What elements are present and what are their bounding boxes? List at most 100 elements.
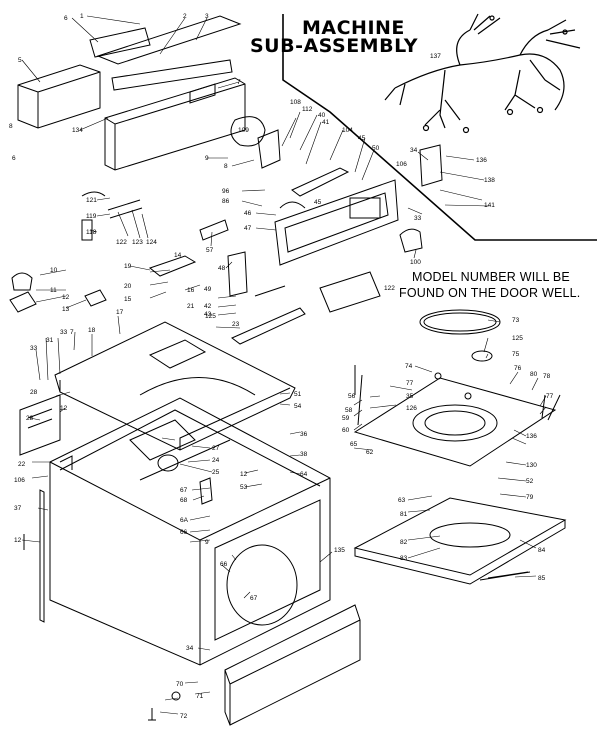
- callout-label: 37: [14, 505, 22, 512]
- callout-label: 130: [526, 462, 537, 469]
- tub-assembly: [353, 309, 567, 585]
- callout-label: 136: [476, 157, 487, 164]
- callout-label: 135: [334, 547, 345, 554]
- callout-label: 108: [290, 99, 301, 106]
- diagram-title-line-2: SUB-ASSEMBLY: [250, 35, 418, 57]
- callout-label: 83: [400, 555, 408, 562]
- callout-label: 122: [116, 239, 127, 246]
- callout-label: 79: [526, 494, 534, 501]
- callout-label: 28: [30, 389, 38, 396]
- callout-label: 70: [176, 681, 184, 688]
- callout-label: 34: [410, 147, 418, 154]
- callout-label: 42: [204, 303, 212, 310]
- callout-label: 82: [400, 539, 408, 546]
- kick-panel: [224, 604, 361, 726]
- callout-label: 40: [318, 112, 326, 119]
- callout-label: 51: [294, 391, 302, 398]
- callout-label: 78: [543, 373, 551, 380]
- callout-label: 137: [430, 53, 441, 60]
- callout-label: 138: [484, 177, 495, 184]
- fasteners: [23, 365, 529, 721]
- callout-label: 13: [62, 306, 70, 313]
- callout-label: 62: [366, 449, 374, 456]
- callout-label: 22: [18, 461, 26, 468]
- callout-label: 60: [342, 427, 350, 434]
- callout-label: 84: [538, 547, 546, 554]
- callout-label: 122: [384, 285, 395, 292]
- callout-label: 106: [396, 161, 407, 168]
- callout-label: 16: [187, 287, 195, 294]
- callout-label: 106: [14, 477, 25, 484]
- callout-label: 53: [240, 484, 248, 491]
- callout-label: 8: [224, 163, 228, 170]
- callout-label: 47: [244, 225, 252, 232]
- callout-label: 38: [300, 451, 308, 458]
- callout-label: 54: [294, 403, 302, 410]
- callout-label: 56: [348, 393, 356, 400]
- cabinet-top: [54, 321, 296, 451]
- callout-label: 2: [183, 13, 187, 20]
- callout-label: 118: [86, 229, 97, 236]
- callout-label: 14: [174, 252, 182, 259]
- callout-label: 12: [240, 471, 248, 478]
- callout-label: 81: [400, 511, 408, 518]
- callout-label: 33: [30, 345, 38, 352]
- wiring-harness: [384, 13, 581, 134]
- callout-label: 9: [205, 155, 209, 162]
- callout-label: 58: [345, 407, 353, 414]
- callout-label: 45: [358, 135, 366, 142]
- callout-label: 85: [538, 575, 546, 582]
- callout-label: 18: [88, 327, 96, 334]
- callout-label: 125: [512, 335, 523, 342]
- callout-label: 136: [526, 433, 537, 440]
- callout-label: 6A: [180, 517, 189, 524]
- callout-label: 119: [86, 213, 97, 220]
- callout-label: 17: [116, 309, 124, 316]
- callout-label: 12: [62, 294, 70, 301]
- left-side-parts: [19, 394, 73, 623]
- callout-label: 125: [205, 313, 216, 320]
- cabinet-body: [49, 397, 331, 666]
- callout-label: 1: [80, 13, 84, 20]
- callout-label: 10: [50, 267, 58, 274]
- callout-label: 11: [50, 287, 57, 294]
- callout-label: 23: [232, 321, 240, 328]
- title-box-frame: [282, 14, 597, 241]
- callout-label: 100: [410, 259, 421, 266]
- callout-label: 109: [238, 127, 249, 134]
- callout-label: 59: [342, 415, 350, 422]
- callout-label: 67: [250, 595, 258, 602]
- callout-label: 6: [64, 15, 68, 22]
- callout-label: 36: [300, 431, 308, 438]
- callout-label: 35: [406, 393, 414, 400]
- callout-label: 15: [124, 296, 132, 303]
- callout-label: 123: [132, 239, 143, 246]
- callout-label: 7: [237, 79, 241, 86]
- leader-lines: [21, 15, 547, 715]
- small-parts: [9, 116, 443, 345]
- callout-label: 28: [26, 415, 34, 422]
- callout-label: 52: [526, 478, 534, 485]
- callout-label: 19: [124, 263, 132, 270]
- callout-label: 9: [205, 539, 209, 546]
- model-number-note-line-1: MODEL NUMBER WILL BE: [412, 270, 570, 284]
- callout-label: 43: [204, 311, 212, 318]
- callout-label: 104: [342, 127, 353, 134]
- callout-label: 33: [414, 215, 422, 222]
- callout-label: 20: [124, 283, 132, 290]
- callout-label: 33: [60, 329, 68, 336]
- callout-label: 21: [187, 303, 195, 310]
- model-number-note-line-2: FOUND ON THE DOOR WELL.: [399, 286, 581, 300]
- callout-label: 72: [180, 713, 188, 720]
- callout-label: 41: [322, 119, 330, 126]
- callouts: 6 1 2 3 5 7 134 8 9 6 137 108 112 40 41 …: [9, 13, 554, 720]
- callout-label: 50: [372, 145, 380, 152]
- callout-label: 31: [46, 337, 54, 344]
- callout-label: 77: [406, 380, 414, 387]
- callout-label: 73: [512, 317, 520, 324]
- callout-label: 77: [546, 393, 554, 400]
- callout-label: 45: [314, 199, 322, 206]
- callout-label: 25: [212, 469, 220, 476]
- callout-label: 134: [72, 127, 83, 134]
